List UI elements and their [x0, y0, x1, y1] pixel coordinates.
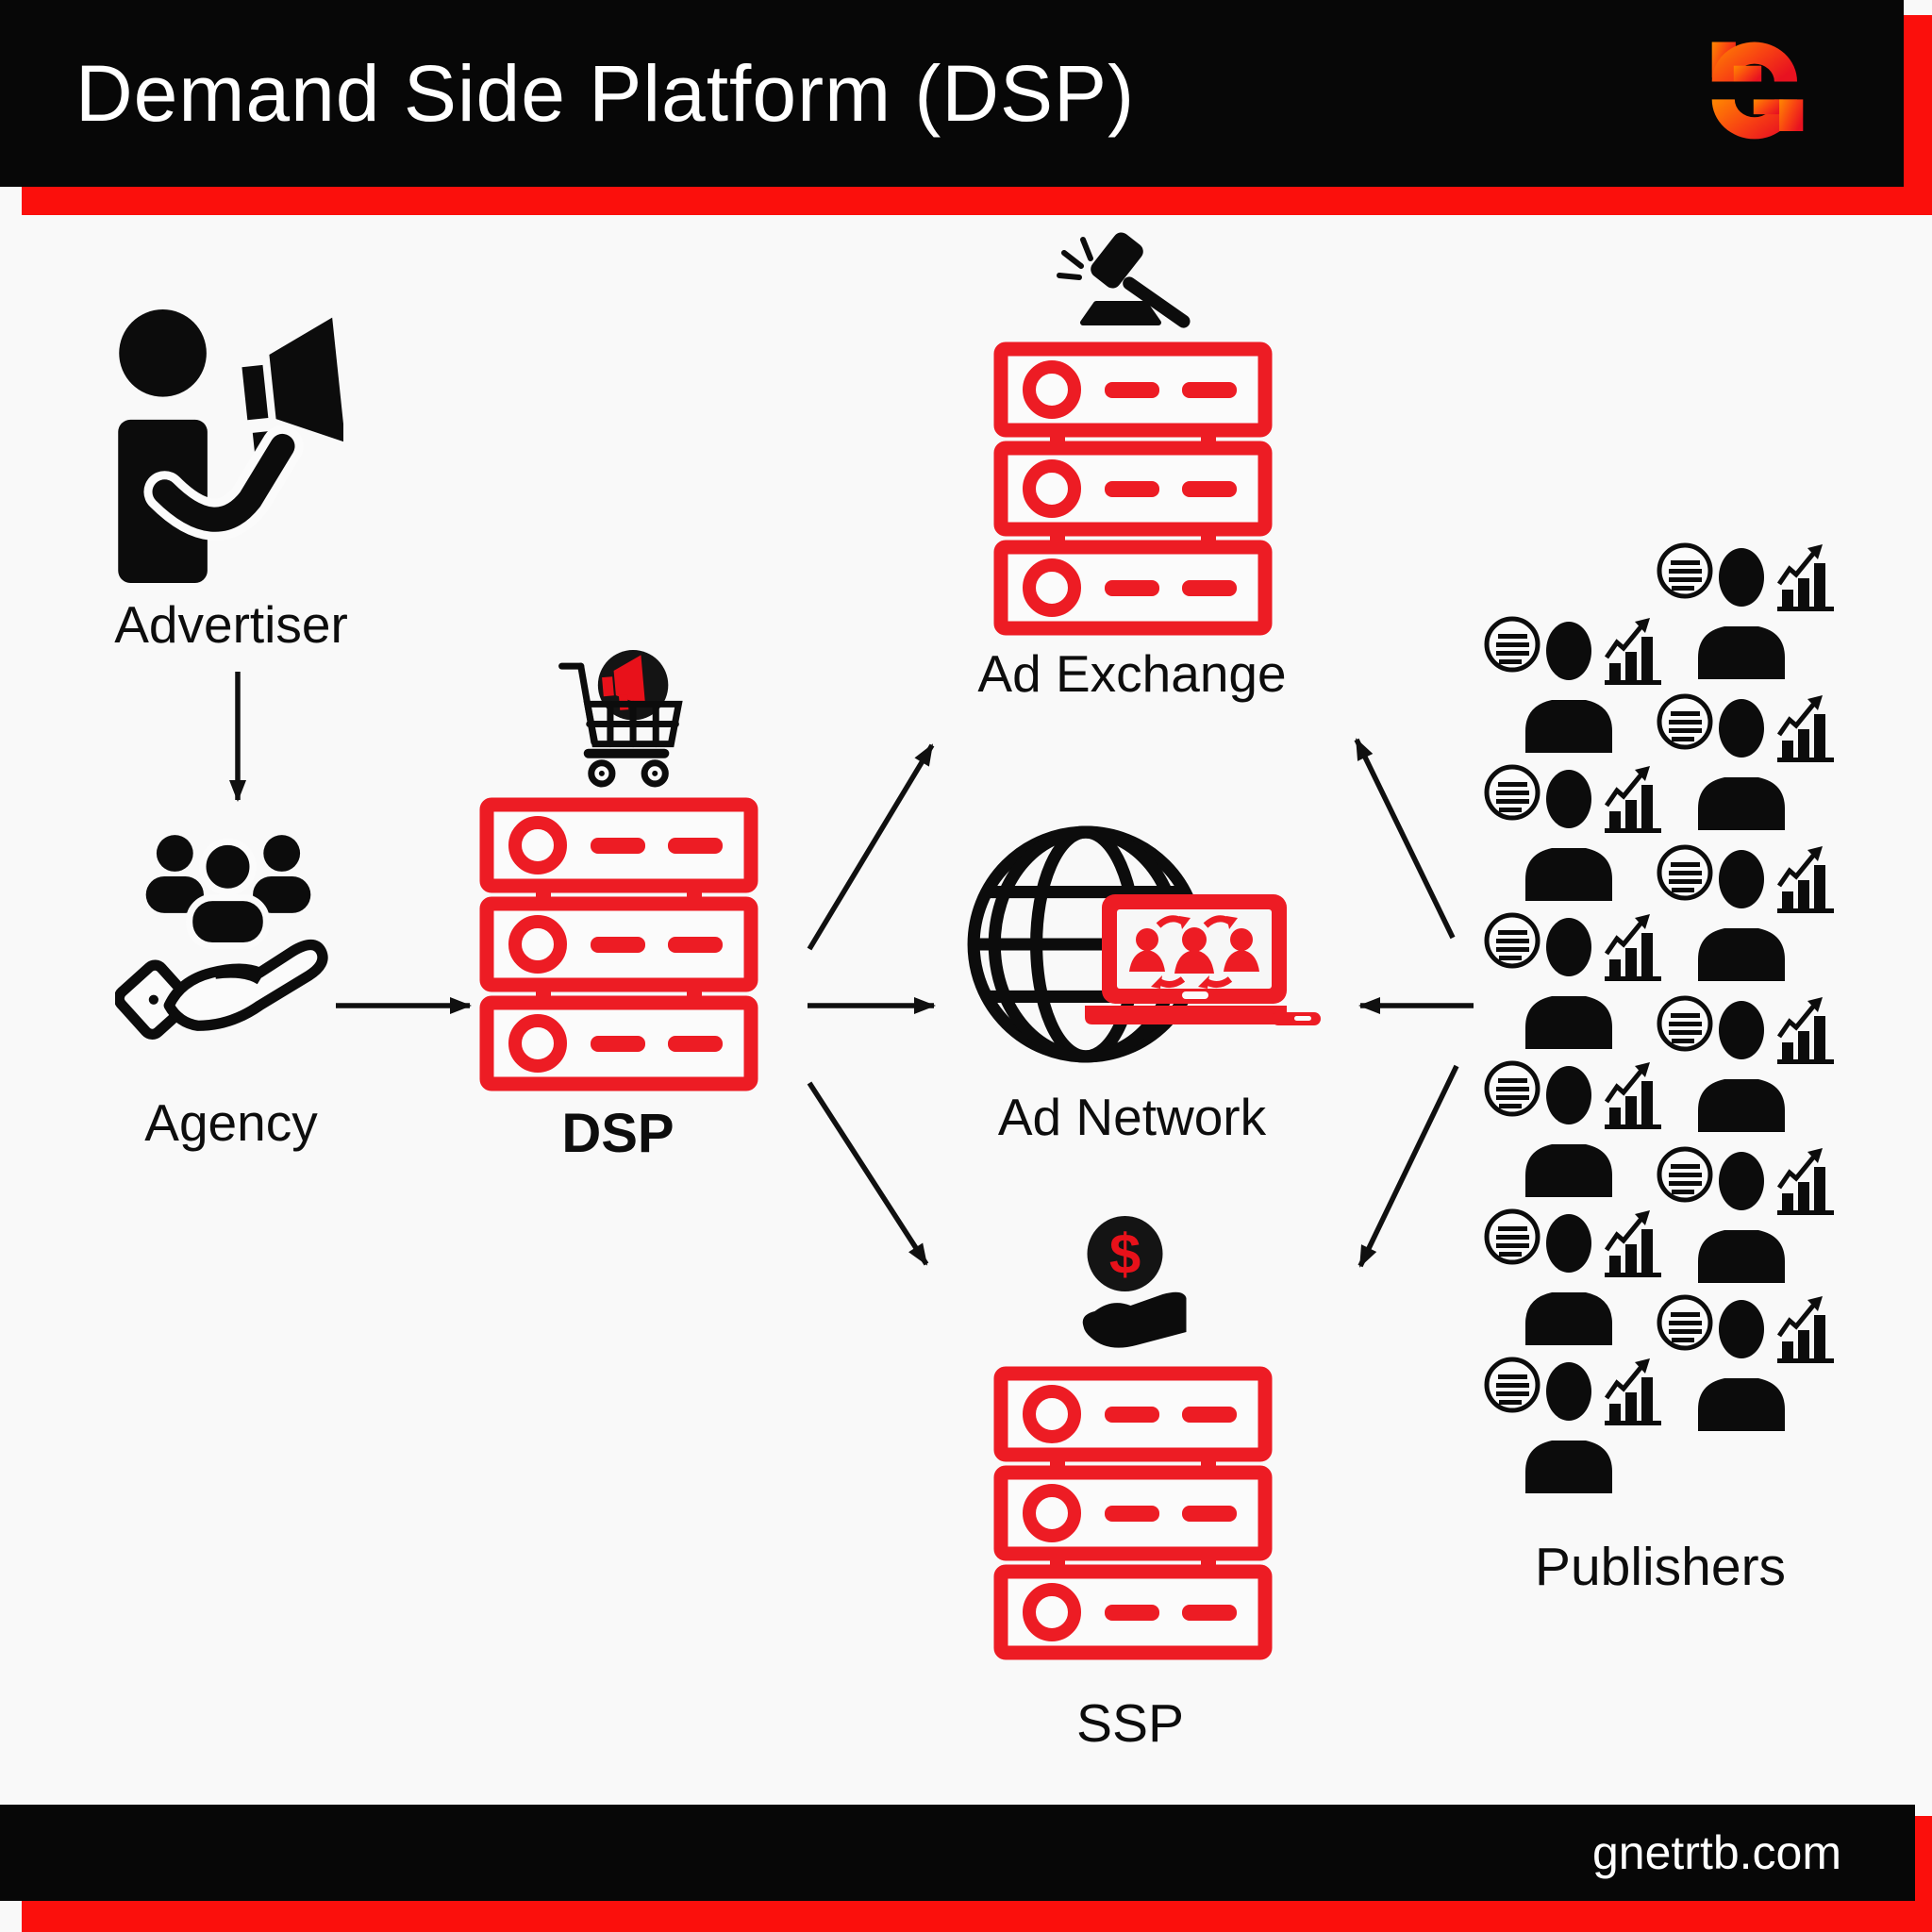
cart-megaphone-icon [558, 650, 683, 788]
ssp-label: SSP [1075, 1693, 1185, 1754]
publisher-doc-person-chart-icon [1484, 764, 1663, 901]
ssp-server-stack-icon [992, 1366, 1274, 1660]
publisher-doc-person-chart-icon [1657, 844, 1836, 981]
publisher-doc-person-chart-icon [1484, 1208, 1663, 1345]
ad-exchange-label: Ad Exchange [977, 644, 1287, 703]
publisher-doc-person-chart-icon [1657, 995, 1836, 1132]
dsp-label: DSP [561, 1103, 675, 1164]
publisher-doc-person-chart-icon [1657, 693, 1836, 830]
arrow-dsp-to-ad-exchange [807, 743, 935, 951]
publisher-doc-person-chart-icon [1657, 542, 1836, 679]
team-hand-icon [115, 835, 328, 1040]
publisher-doc-person-chart-icon [1484, 912, 1663, 1049]
hand-coin-icon: $ [1082, 1216, 1187, 1348]
publisher-doc-person-chart-icon [1484, 616, 1663, 753]
ad-exchange-server-stack-icon [992, 341, 1274, 636]
advertiser-label: Advertiser [114, 595, 348, 654]
website-link[interactable]: gnetrtb.com [1591, 1826, 1841, 1879]
svg-text:$: $ [1109, 1223, 1141, 1286]
arrow-publishers-to-ad-exchange [1354, 738, 1456, 940]
person-megaphone-icon [118, 309, 343, 583]
publisher-doc-person-chart-icon [1657, 1146, 1836, 1283]
arrow-publishers-to-ssp [1357, 1064, 1459, 1268]
auction-gavel-icon [1057, 232, 1191, 328]
publisher-doc-person-chart-icon [1484, 1357, 1663, 1493]
gnet-logo-icon [1711, 42, 1804, 140]
ad-network-label: Ad Network [997, 1088, 1267, 1146]
publisher-doc-person-chart-icon [1657, 1294, 1836, 1431]
arrow-dsp-to-ssp [807, 1081, 929, 1266]
dsp-server-stack-icon [479, 797, 758, 1091]
publishers-label: Publishers [1534, 1537, 1787, 1597]
laptop-audience-icon [1085, 894, 1321, 1025]
agency-label: Agency [144, 1093, 318, 1152]
publisher-doc-person-chart-icon [1484, 1060, 1663, 1197]
page-title: Demand Side Platform (DSP) [75, 48, 1136, 138]
footer-bar: gnetrtb.com [0, 1805, 1915, 1901]
publishers-group [1465, 528, 1861, 1547]
header-bar: Demand Side Platform (DSP) [0, 0, 1904, 187]
